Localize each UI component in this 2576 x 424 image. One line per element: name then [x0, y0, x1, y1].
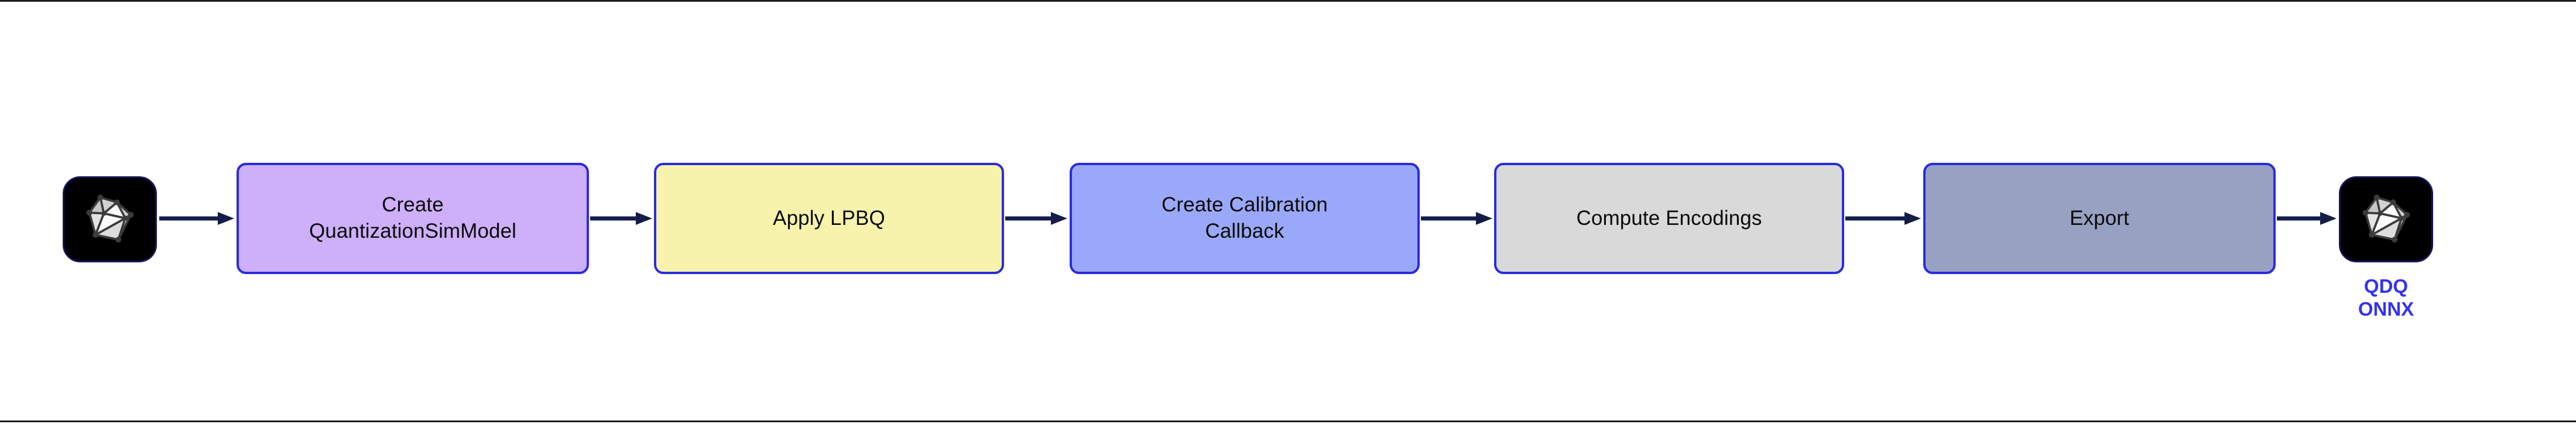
node-apply-lpbq[interactable]: Apply LPBQ	[654, 163, 1004, 274]
onnx-model-icon	[76, 185, 145, 254]
node-label: Create Calibration Callback	[1162, 193, 1328, 242]
node-label: Compute Encodings	[1576, 206, 1762, 230]
node-create-calibration-callback[interactable]: Create Calibration Callback	[1070, 163, 1420, 274]
arrow-create-calibration-callback-to-compute-encodings	[1421, 212, 1492, 225]
arrow-export-to-output-model	[2277, 212, 2337, 225]
node-label: Create QuantizationSimModel	[309, 193, 517, 242]
onnx-model-icon	[2352, 185, 2421, 254]
node-compute-encodings[interactable]: Compute Encodings	[1494, 163, 1844, 274]
arrow-create-quantsim-to-apply-lpbq	[590, 212, 652, 225]
bottom-frame-rule	[0, 420, 2576, 422]
output-model-caption: QDQ ONNX	[2358, 275, 2414, 320]
node-label: Export	[2070, 206, 2129, 230]
arrow-input-to-create-quantsim	[159, 212, 234, 225]
node-input-model[interactable]	[63, 176, 157, 262]
node-label: Apply LPBQ	[773, 206, 885, 230]
node-export[interactable]: Export	[1923, 163, 2276, 274]
node-output-model[interactable]	[2339, 176, 2433, 262]
arrow-apply-lpbq-to-create-calibration-callback	[1005, 212, 1067, 225]
node-create-quantizationsimmodel[interactable]: Create QuantizationSimModel	[237, 163, 589, 274]
arrow-compute-encodings-to-export	[1845, 212, 1921, 225]
top-frame-rule	[0, 0, 2576, 2]
